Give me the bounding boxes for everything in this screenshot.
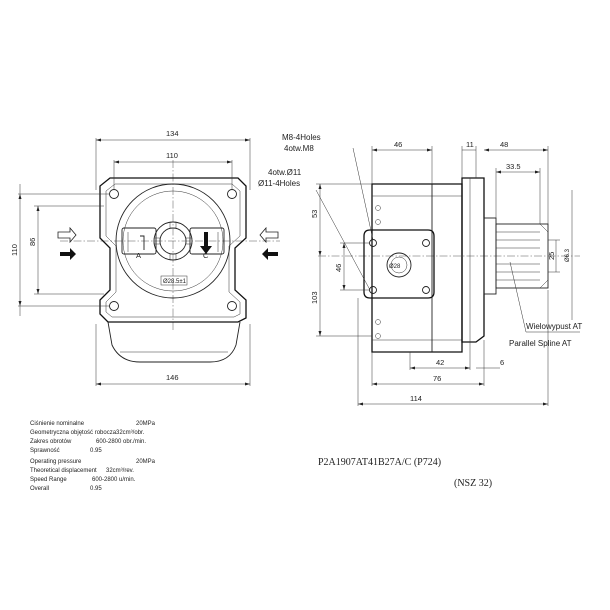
dim-110-left: 110 bbox=[10, 184, 110, 316]
spec-en-2-value: 600-2800 u/min. bbox=[92, 477, 136, 483]
side-spline-shaft bbox=[495, 223, 549, 289]
side-body bbox=[371, 183, 463, 353]
svg-text:48: 48 bbox=[500, 140, 508, 149]
spec-en-1-label: Theoretical displacement bbox=[30, 468, 97, 474]
dim-side-53: 53 bbox=[310, 183, 372, 256]
side-bolts bbox=[375, 205, 381, 339]
front-shaft-dia: Ø28.5±1 bbox=[163, 279, 187, 285]
dim-side-76: 76 bbox=[371, 352, 485, 386]
front-port-a-label: A bbox=[136, 251, 141, 260]
svg-text:53: 53 bbox=[310, 210, 319, 218]
callout-spline: Wielowypust AT Parallel Spline AT bbox=[509, 261, 582, 348]
callout-spline-en: Parallel Spline AT bbox=[509, 339, 572, 348]
spec-en-0-label: Operating pressure bbox=[30, 459, 82, 465]
spec-en-1-value: 32cm³/rev. bbox=[106, 468, 134, 474]
svg-text:103: 103 bbox=[310, 291, 319, 304]
front-view: A C Ø28.5±1 134 110 110 bbox=[10, 129, 280, 386]
spec-pl-3-value: 0.95 bbox=[90, 448, 102, 454]
svg-text:25: 25 bbox=[547, 252, 556, 260]
front-flow-arrows bbox=[57, 226, 279, 260]
svg-text:42: 42 bbox=[436, 358, 444, 367]
spec-pl-2-value: 600-2800 obr./min. bbox=[96, 439, 146, 445]
spec-pl-0-value: 20MPa bbox=[136, 421, 156, 427]
callout-m8-pl: 4otw.M8 bbox=[284, 144, 314, 153]
dim-side-48: 48 bbox=[484, 140, 549, 224]
spec-en-0-value: 20MPa bbox=[136, 459, 156, 465]
spec-en-2-label: Speed Range bbox=[30, 477, 67, 483]
callout-m8-en: M8-4Holes bbox=[282, 133, 321, 142]
svg-text:110: 110 bbox=[10, 244, 19, 256]
svg-text:76: 76 bbox=[433, 374, 441, 383]
svg-text:86: 86 bbox=[28, 238, 37, 246]
dim-side-46-vert: 46 bbox=[334, 242, 370, 291]
spec-en-3-label: Overall bbox=[30, 486, 49, 492]
side-shaft-circle bbox=[386, 252, 412, 278]
dim-86-left: 86 bbox=[28, 205, 104, 295]
front-flange-outline bbox=[99, 177, 247, 323]
dim-110-top: 110 bbox=[113, 151, 233, 190]
side-rear-flange bbox=[363, 229, 435, 299]
front-pilot-circle bbox=[115, 183, 231, 299]
dim-side-11: 11 bbox=[461, 140, 477, 178]
svg-text:110: 110 bbox=[166, 151, 178, 160]
dim-side-103: 103 bbox=[310, 256, 372, 337]
front-body-lower bbox=[107, 321, 241, 363]
dim-side-6: 6 bbox=[476, 340, 504, 370]
dim-side-46: 46 bbox=[371, 140, 433, 184]
model-title: P2A1907AT41B27A/C (P724) bbox=[318, 457, 441, 468]
spec-pl-2-label: Zakres obrotów bbox=[30, 439, 72, 445]
svg-text:46: 46 bbox=[394, 140, 402, 149]
front-port-c-label: C bbox=[203, 251, 209, 260]
spec-pl-1-label: Geometryczna objętość robocza bbox=[30, 430, 117, 436]
side-front-flange bbox=[461, 177, 485, 343]
dim-side-spline-dia: Ø6.3 bbox=[565, 190, 573, 320]
dim-146: 146 bbox=[95, 324, 251, 386]
spec-table: Ciśnienie nominalne 20MPa Geometryczna o… bbox=[30, 421, 156, 492]
callout-holes: M8-4Holes 4otw.M8 4otw.Ø11 Ø11-4Holes bbox=[258, 133, 374, 291]
svg-text:46: 46 bbox=[334, 264, 343, 272]
spec-pl-3-label: Sprawność bbox=[30, 448, 60, 454]
svg-text:33.5: 33.5 bbox=[506, 162, 521, 171]
dim-side-42: 42 bbox=[409, 342, 471, 370]
dim-134: 134 bbox=[95, 129, 251, 190]
model-size: (NSZ 32) bbox=[454, 478, 492, 489]
svg-text:134: 134 bbox=[166, 129, 179, 138]
svg-text:114: 114 bbox=[410, 394, 422, 403]
svg-text:146: 146 bbox=[166, 373, 179, 382]
dim-side-33-5: 33.5 bbox=[495, 162, 541, 224]
svg-text:Ø6.3: Ø6.3 bbox=[565, 248, 571, 262]
dim-side-114: 114 bbox=[357, 290, 549, 406]
spec-pl-0-label: Ciśnienie nominalne bbox=[30, 421, 85, 427]
callout-d11-pl: 4otw.Ø11 bbox=[268, 168, 302, 177]
spec-en-3-value: 0.95 bbox=[90, 486, 102, 492]
side-view: Ø28 46 11 48 33.5 bbox=[258, 133, 582, 406]
callout-spline-pl: Wielowypust AT bbox=[526, 322, 582, 331]
spec-pl-1-value: 32cm³/obr. bbox=[116, 430, 145, 436]
front-spline-shaft bbox=[153, 221, 193, 261]
callout-d11-en: Ø11-4Holes bbox=[258, 179, 300, 188]
svg-text:Ø28: Ø28 bbox=[389, 264, 401, 270]
svg-text:6: 6 bbox=[500, 358, 504, 367]
dim-side-25: 25 bbox=[547, 239, 560, 273]
svg-text:11: 11 bbox=[466, 140, 474, 149]
